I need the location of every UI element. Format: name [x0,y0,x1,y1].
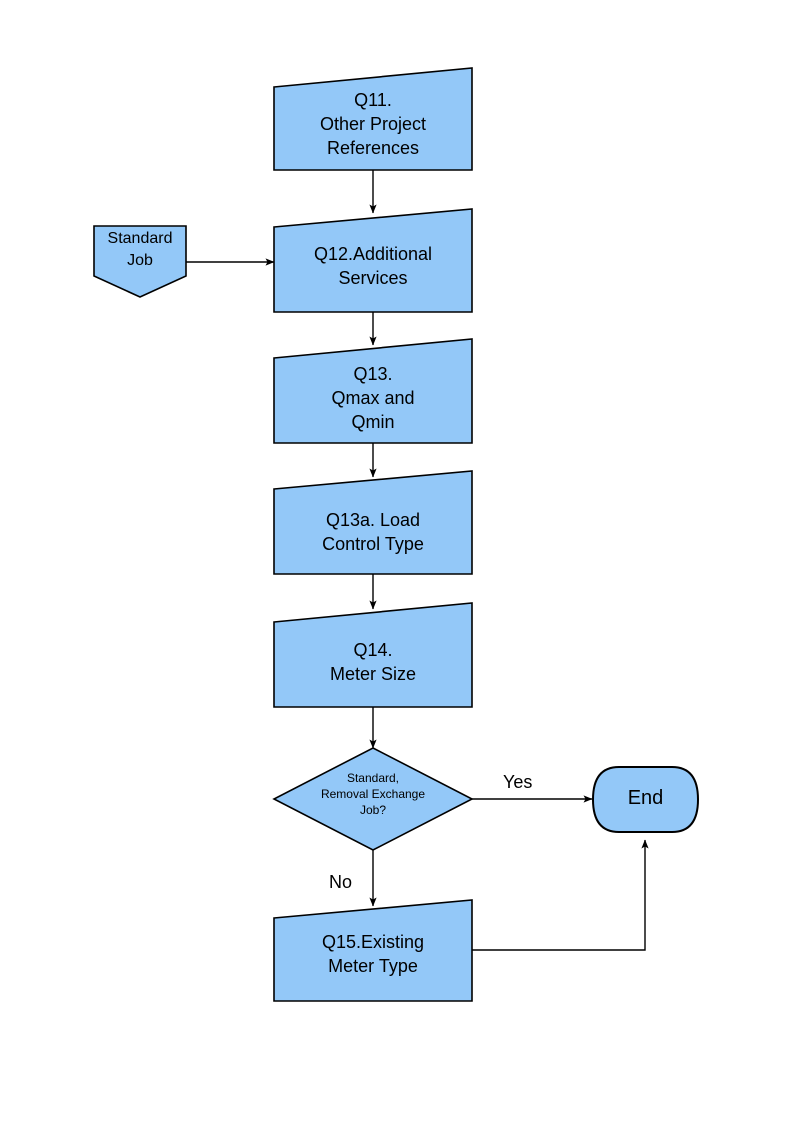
node-q14-shape[interactable] [273,602,473,708]
node-q12-shape[interactable] [273,208,473,313]
node-q13-shape[interactable] [273,338,473,444]
node-q13a-shape[interactable] [273,470,473,575]
edge-label-no: No [329,872,353,892]
edge-q15-to-end [472,839,649,951]
node-end-shape[interactable] [591,766,700,833]
edge-label-yes: Yes [503,772,533,792]
node-standard-job-shape[interactable] [93,225,187,298]
node-q11-shape[interactable] [273,67,473,171]
node-decision-shape[interactable] [272,747,474,851]
node-q15-shape[interactable] [273,899,473,1002]
